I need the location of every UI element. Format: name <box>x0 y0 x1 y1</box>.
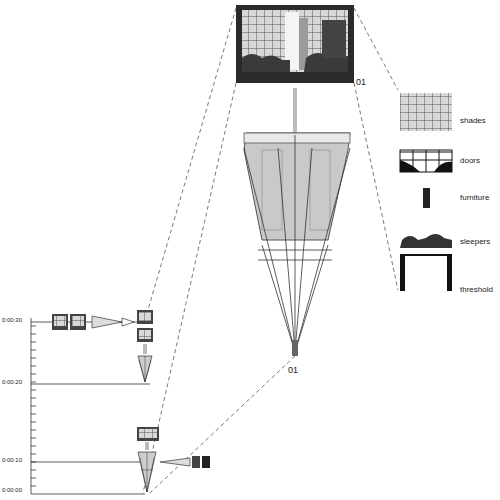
view-number: 01 <box>356 78 366 87</box>
legend-label: threshold <box>460 286 493 294</box>
time-label: 0:00:20 <box>2 379 22 385</box>
scale-tick <box>31 326 36 327</box>
scale-tick <box>31 422 36 423</box>
scale-tick <box>31 374 36 375</box>
scale-tick <box>31 414 36 415</box>
scale-tick <box>31 430 36 431</box>
scale-tick <box>31 406 36 407</box>
scale-tick <box>31 398 36 399</box>
view-number: 01 <box>288 366 298 375</box>
scale-tick <box>31 366 36 367</box>
scale-tick <box>31 342 36 343</box>
scale-tick <box>31 446 36 447</box>
scale-tick <box>31 462 36 463</box>
scale-tick <box>31 334 36 335</box>
scale-tick <box>31 358 36 359</box>
scale-tick <box>31 350 36 351</box>
legend-label: sleepers <box>460 238 490 246</box>
legend-label: doors <box>460 157 480 165</box>
scale-tick <box>31 382 36 383</box>
time-label: 0:00:10 <box>2 457 22 463</box>
legend-label: furniture <box>460 194 489 202</box>
scale-tick <box>31 438 36 439</box>
scale-tick <box>31 454 36 455</box>
scale-tick <box>31 390 36 391</box>
scale-tick <box>31 486 36 487</box>
time-label: 0:00:30 <box>2 317 22 323</box>
scale-tick <box>31 478 36 479</box>
time-label: 0:00:00 <box>2 487 22 493</box>
scale-tick <box>31 470 36 471</box>
legend-label: shades <box>460 117 486 125</box>
